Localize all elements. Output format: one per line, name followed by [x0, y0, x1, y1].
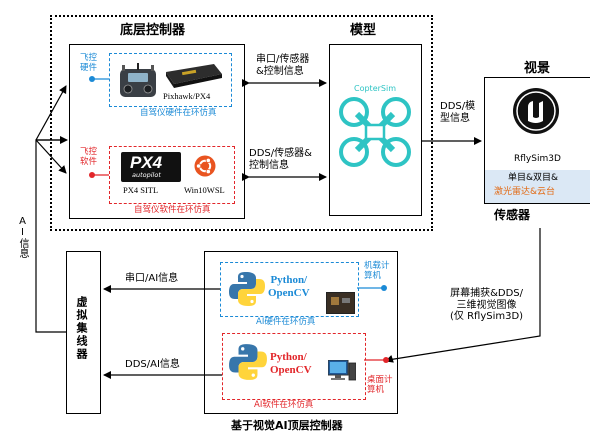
top-sil-caption: AI软件在环仿真 — [254, 400, 314, 410]
sensor-line-1: 单目&双目& — [508, 173, 559, 183]
top-hil-device-label: 机载计 算机 — [364, 261, 390, 281]
sensor-panel — [485, 170, 590, 203]
bottom-system-frame — [50, 15, 433, 231]
hil-dashed-box — [109, 53, 232, 107]
scene-top-link-label: 屏幕捕获&DDS/ 三维视觉图像 (仅 RflySim3D) — [450, 288, 524, 323]
rflysim3d-label: RflySim3D — [514, 154, 561, 164]
unreal-logo-icon — [512, 87, 560, 135]
python-logo-icon-sil — [228, 342, 268, 382]
coptersim-label: CopterSim — [354, 84, 396, 93]
sensor-line-2: 激光雷达&云台 — [494, 187, 556, 197]
sil-dashed-box — [109, 146, 235, 204]
virtual-hub-label: 虚拟集线器 — [75, 296, 88, 361]
px4-logo: PX4 autopilot — [121, 152, 181, 182]
top-hil-caption: AI硬件在环仿真 — [256, 317, 316, 327]
python-logo-icon-hil — [228, 270, 266, 308]
model-scene-link-label: DDS/模 型信息 — [440, 101, 476, 124]
top-sil-hub-link-label: DDS/AI信息 — [125, 359, 180, 370]
onboard-computer-image — [326, 292, 355, 314]
top-hil-connector-dot — [381, 285, 387, 291]
hil-model-link-label: 串口/传感器 &控制信息 — [256, 54, 310, 77]
coptersim-drone-icon — [337, 96, 413, 168]
top-hil-hub-link-label: 串口/AI信息 — [125, 273, 179, 284]
rc-transmitter-image — [117, 63, 159, 100]
top-hil-dashed-box — [220, 262, 359, 317]
hil-side-label: 飞控 硬件 — [80, 53, 98, 73]
px4-logo-subtext: autopilot — [132, 171, 161, 179]
sil-caption: 自驾仪软件在环仿真 — [134, 205, 211, 215]
bottom-controller-title: 底层控制器 — [120, 23, 186, 38]
top-sil-connector-dot — [383, 357, 389, 363]
top-hil-app-label: Python/ OpenCV — [268, 274, 310, 299]
sil-connector-dot — [89, 172, 95, 178]
px4-sitl-label: PX4 SITL — [123, 185, 159, 195]
virtual-hub-box — [66, 251, 101, 414]
pixhawk-label: Pixhawk/PX4 — [163, 91, 211, 101]
sil-model-link-label: DDS/传感器& 控制信息 — [249, 148, 312, 171]
win10wsl-label: Win10WSL — [184, 185, 225, 195]
px4-logo-text: PX4 — [130, 153, 163, 172]
scene-to-top-arrow — [387, 228, 541, 361]
top-sil-app-label: Python/ OpenCV — [270, 351, 312, 376]
sil-side-label: 飞控 软件 — [80, 147, 98, 167]
pixhawk-image — [162, 62, 224, 88]
scene-title: 视景 — [524, 61, 551, 76]
ai-info-label: AI信息 — [17, 216, 28, 258]
top-sil-device-label: 桌面计 算机 — [367, 375, 393, 395]
sensor-label: 传感器 — [494, 208, 531, 222]
top-sil-dashed-box — [222, 333, 366, 400]
hil-connector-dot — [89, 76, 95, 82]
hil-caption: 自驾仪硬件在环仿真 — [140, 108, 217, 118]
top-controller-title: 基于视觉AI顶层控制器 — [231, 419, 343, 432]
ubuntu-logo-icon — [194, 155, 216, 177]
model-title: 模型 — [350, 23, 377, 38]
